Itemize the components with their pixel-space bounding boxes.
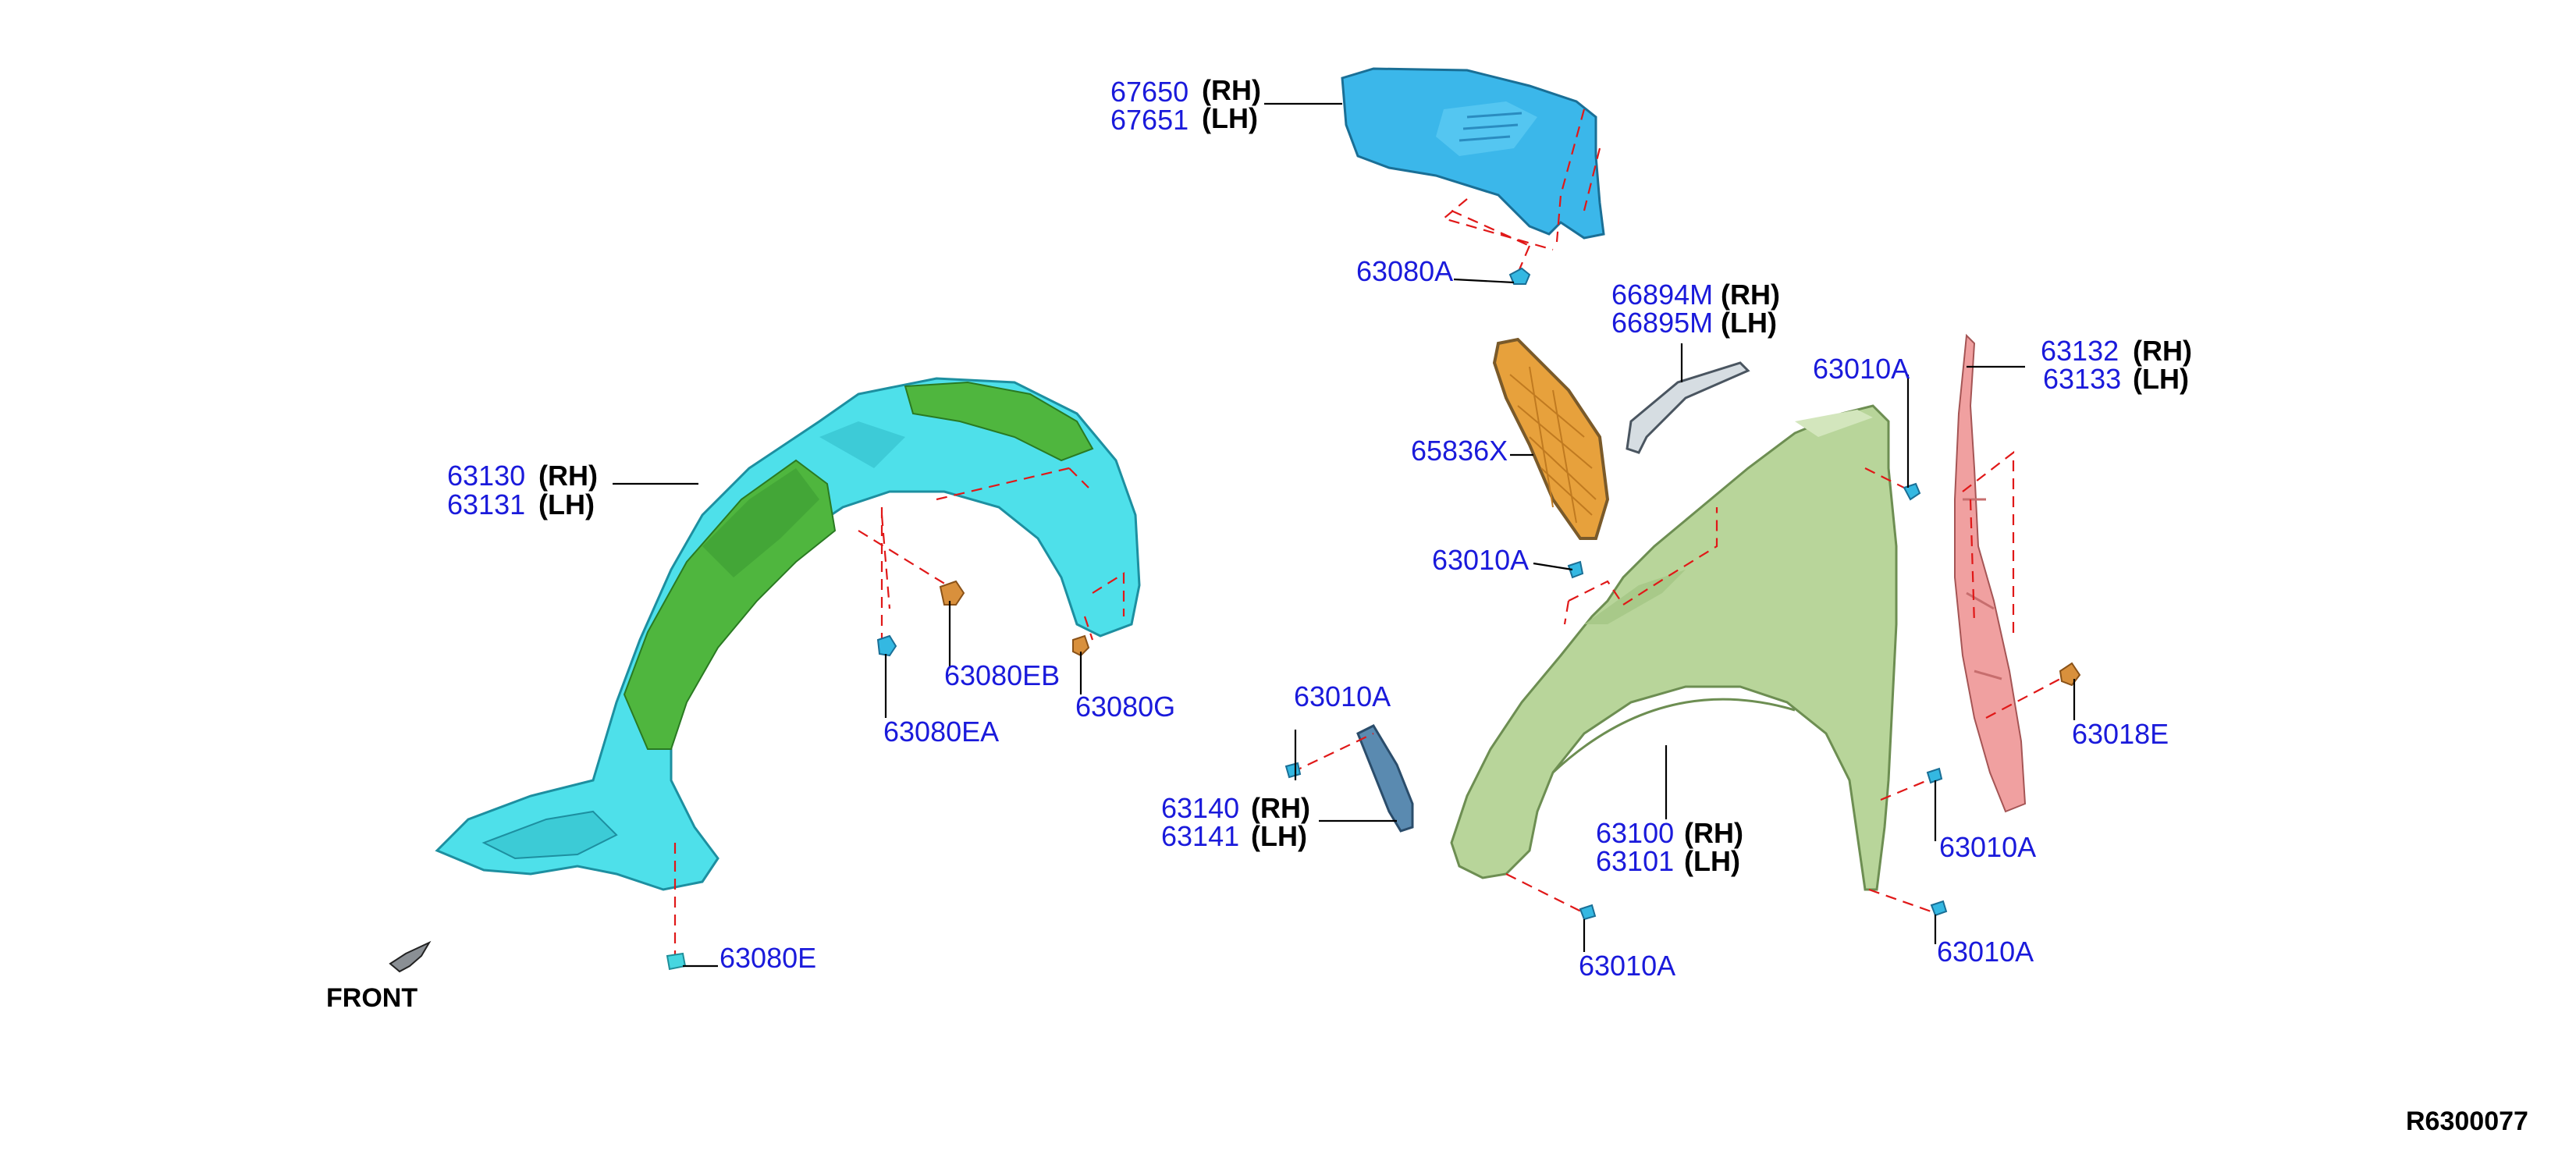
wheel-house-liner: [435, 377, 1141, 891]
side-rh: (RH): [1684, 817, 1743, 849]
side-lh: (LH): [538, 488, 595, 520]
callout-63130: 63130 (RH) 63131 (LH): [447, 460, 598, 520]
part-number-63018e: 63018E: [2072, 718, 2169, 750]
clip-63010a-bottom-left: [1579, 904, 1597, 921]
part-number-65836x: 65836X: [1411, 435, 1508, 467]
clip-63080g: [1072, 634, 1090, 657]
diagram-code: R6300077: [2406, 1106, 2528, 1136]
callout-67650: 67650 (RH) 67651 (LH): [1110, 74, 1261, 136]
part-number-63140: 63140: [1161, 792, 1239, 824]
side-rh: (RH): [1251, 792, 1310, 824]
callout-63140: 63140 (RH) 63141 (LH): [1161, 792, 1310, 852]
clip-63080e: [666, 952, 687, 971]
side-rh: (RH): [538, 460, 598, 492]
part-number-63010a-right: 63010A: [1939, 831, 2036, 863]
front-arrow-icon: [389, 940, 432, 973]
part-number-63010a-mid: 63010A: [1432, 544, 1529, 576]
side-lh: (LH): [2133, 363, 2189, 395]
part-number-63132: 63132: [2041, 335, 2119, 367]
clip-63010a-left: [1284, 762, 1302, 779]
side-rh: (RH): [1202, 74, 1261, 106]
part-number-63080eb: 63080EB: [944, 659, 1060, 691]
part-number-63080ea: 63080EA: [883, 716, 999, 748]
part-number-63080g: 63080G: [1075, 691, 1175, 723]
part-number-63141: 63141: [1161, 820, 1239, 852]
fender-bracket-upper: [1626, 361, 1750, 454]
clip-63080eb: [939, 580, 965, 606]
side-rh: (RH): [1721, 279, 1780, 311]
part-number-63131: 63131: [447, 488, 525, 520]
side-lh: (LH): [1721, 307, 1777, 339]
fender-seal-pad: [1492, 337, 1610, 540]
side-lh: (LH): [1251, 820, 1307, 852]
part-number-67650: 67650: [1110, 76, 1189, 108]
clip-63010a-top: [1903, 482, 1921, 501]
clip-63010a-right: [1926, 767, 1943, 784]
part-number-63080a: 63080A: [1356, 255, 1453, 287]
part-number-63010a-bottom-right: 63010A: [1937, 936, 2034, 968]
part-number-66895m: 66895M: [1611, 307, 1713, 339]
callout-leaders: [613, 102, 2076, 968]
clip-63010a-mid: [1567, 560, 1584, 579]
side-lh: (LH): [1202, 102, 1258, 134]
part-number-63080e: 63080E: [720, 942, 816, 974]
clip-63080ea: [876, 634, 897, 657]
part-number-63130: 63130: [447, 460, 525, 492]
part-number-67651: 67651: [1110, 104, 1189, 136]
front-direction-indicator: FRONT: [326, 940, 432, 1013]
fender-bracket-lower: [1356, 724, 1414, 833]
side-lh: (LH): [1684, 845, 1740, 877]
clip-63018e: [2059, 662, 2081, 687]
fender-reinforcement: [1954, 333, 2027, 813]
side-rh: (RH): [2133, 335, 2192, 367]
front-label: FRONT: [326, 983, 417, 1013]
splash-shield: [1341, 67, 1605, 240]
callout-63132: 63132 (RH) 63133 (LH): [2041, 335, 2192, 395]
clip-63010a-bottom-right: [1930, 900, 1948, 917]
front-fender: [1450, 404, 1898, 891]
part-number-63010a-top: 63010A: [1813, 353, 1910, 385]
part-number-63010a-left: 63010A: [1294, 680, 1391, 712]
part-number-66894m: 66894M: [1611, 279, 1713, 311]
callout-63100: 63100 (RH) 63101 (LH): [1596, 817, 1743, 877]
callout-66894m: 66894M (RH) 66895M (LH): [1611, 279, 1780, 339]
part-number-63101: 63101: [1596, 845, 1674, 877]
part-number-63133: 63133: [2043, 363, 2121, 395]
part-number-63100: 63100: [1596, 817, 1674, 849]
assembly-dash-lines: [673, 108, 2061, 964]
part-number-63010a-bottom-left: 63010A: [1579, 950, 1675, 982]
